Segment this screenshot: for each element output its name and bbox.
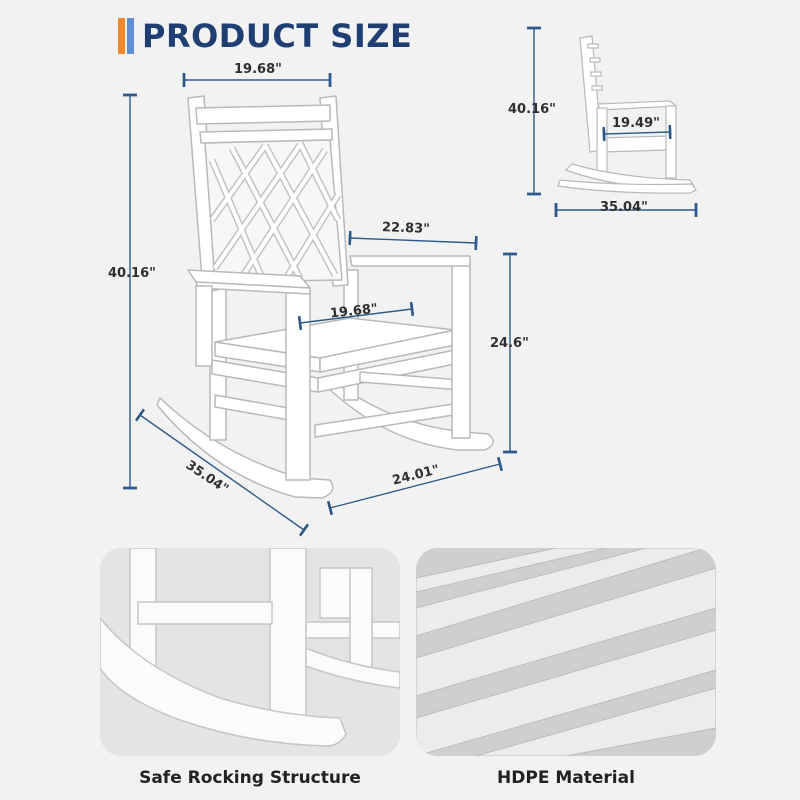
rocking-structure-closeup <box>100 548 400 756</box>
title-accent-orange <box>118 18 125 54</box>
dim-side-seat-depth: 19.49" <box>612 116 660 131</box>
rocking-structure-photo <box>100 548 400 756</box>
dimension-lines <box>123 26 698 537</box>
side-view-chair-drawing <box>557 35 697 194</box>
dim-arm-depth: 22.83" <box>381 220 431 237</box>
dim-arm-height: 24.6" <box>490 336 529 351</box>
feature-label-rocking: Safe Rocking Structure <box>139 768 361 788</box>
hdpe-material-photo <box>416 548 716 756</box>
dim-total-height: 40.16" <box>108 266 156 281</box>
feature-label-hdpe: HDPE Material <box>497 768 635 788</box>
page-title: PRODUCT SIZE <box>142 17 413 55</box>
dim-side-height: 40.16" <box>508 102 556 117</box>
main-chair-drawing <box>156 95 494 499</box>
dim-top-width: 19.68" <box>234 62 282 77</box>
dim-side-depth: 35.04" <box>600 200 648 215</box>
title-block: PRODUCT SIZE <box>118 14 412 58</box>
hdpe-slats-closeup <box>416 548 716 756</box>
title-accent-blue <box>127 18 134 54</box>
chair-diagram <box>123 26 698 537</box>
